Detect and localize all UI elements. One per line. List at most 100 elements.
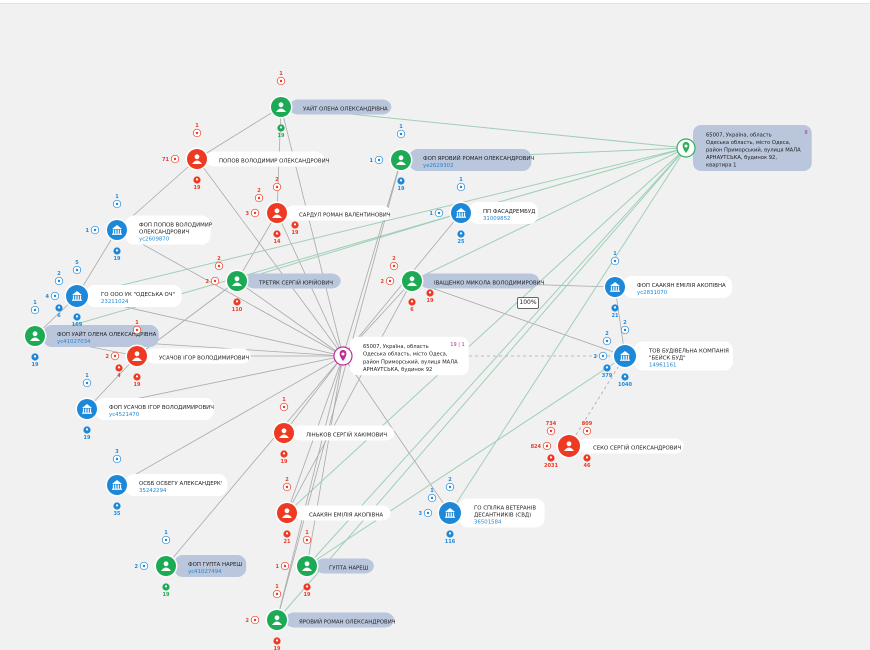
node-badge[interactable]: 19: [280, 450, 288, 465]
node-label-line: ФОП СААКЯН ЕМІЛІЯ АКОПІВНА: [637, 283, 726, 289]
node-linkov[interactable]: 1 19: [272, 397, 296, 465]
node-badge[interactable]: 19: [397, 177, 405, 192]
node-badge[interactable]: 2: [272, 177, 282, 192]
node-badge[interactable]: 809: [582, 421, 593, 436]
node-address2[interactable]: [676, 138, 696, 158]
node-badge[interactable]: 2: [389, 256, 399, 271]
node-badge[interactable]: 1: [610, 251, 620, 266]
node-badge[interactable]: 25: [457, 230, 465, 245]
node-gupta[interactable]: 1 1 19: [276, 530, 319, 598]
node-sardul[interactable]: 22 3 14 19: [246, 177, 299, 245]
node-badge[interactable]: 1: [430, 208, 444, 218]
node-badge[interactable]: 6: [408, 298, 416, 313]
node-fop-gupta[interactable]: 1 2 19: [135, 530, 178, 598]
node-osbb[interactable]: 3 35: [105, 449, 129, 517]
node-badge[interactable]: 71: [162, 154, 180, 164]
node-fop-uait[interactable]: 1 19: [23, 300, 47, 368]
node-pp-fasad[interactable]: 1 1 25: [430, 177, 473, 245]
node-badge[interactable]: 19: [426, 289, 434, 304]
node-yarovyi[interactable]: 1 2 19: [246, 584, 289, 650]
node-badge[interactable]: 19: [277, 124, 285, 139]
node-badge[interactable]: 169: [72, 313, 83, 328]
node-ivashchenko[interactable]: 2 2 6 19: [381, 256, 434, 313]
node-badge[interactable]: 2: [206, 276, 220, 286]
node-badge[interactable]: 1: [30, 300, 40, 315]
node-badge[interactable]: 2: [602, 331, 612, 346]
node-popov[interactable]: 1 71 19: [162, 123, 209, 191]
node-badge[interactable]: 2: [214, 256, 224, 271]
node-badge[interactable]: 19: [83, 426, 91, 441]
node-badge[interactable]: 1040: [618, 373, 632, 388]
node-badge[interactable]: 2: [594, 351, 608, 361]
node-tretiak[interactable]: 2 2 110: [206, 256, 249, 313]
node-badge[interactable]: 19: [291, 221, 299, 236]
node-badge[interactable]: 2: [445, 477, 455, 492]
node-badge[interactable]: 734: [546, 421, 557, 436]
node-badge[interactable]: 2031: [544, 454, 558, 469]
node-badge[interactable]: 3: [419, 508, 433, 518]
node-go-ooo[interactable]: 25 4 6 169: [46, 260, 90, 328]
node-badge[interactable]: 19: [273, 637, 281, 650]
node-fop-popov[interactable]: 1 1 19: [86, 194, 129, 262]
node-badge[interactable]: 1: [276, 71, 286, 86]
badge-count: 19: [114, 256, 121, 262]
node-badge[interactable]: 46: [583, 454, 591, 469]
node-badge[interactable]: 19: [303, 583, 311, 598]
node-uait[interactable]: 1 19: [269, 71, 293, 139]
node-badge[interactable]: 1: [86, 225, 100, 235]
node-badge[interactable]: 19: [31, 353, 39, 368]
node-badge[interactable]: 1: [161, 530, 171, 545]
node-badge[interactable]: 1: [456, 177, 466, 192]
node-usachov[interactable]: 1 2 4 19: [106, 320, 149, 388]
node-badge[interactable]: 5: [72, 260, 82, 275]
node-fop-usachov[interactable]: 1 19: [75, 373, 99, 441]
node-badge[interactable]: 6: [55, 304, 63, 319]
node-go-spilka[interactable]: 12 3 116: [419, 477, 463, 545]
node-badge[interactable]: 21: [611, 304, 619, 319]
node-badge[interactable]: 3: [112, 449, 122, 464]
node-address1[interactable]: [333, 346, 353, 366]
node-badge[interactable]: 19: [113, 247, 121, 262]
node-badge[interactable]: 2: [246, 615, 260, 625]
node-fop-saakian[interactable]: 1 21: [603, 251, 627, 319]
node-badge[interactable]: 1: [272, 584, 282, 599]
node-badge[interactable]: 2: [135, 561, 149, 571]
node-badge[interactable]: 1: [370, 155, 384, 165]
node-badge[interactable]: 2: [620, 320, 630, 335]
zoom-level-badge[interactable]: 100%: [517, 297, 539, 309]
node-badge[interactable]: 1: [276, 561, 290, 571]
node-badge[interactable]: 2: [106, 351, 120, 361]
node-badge[interactable]: 1: [192, 123, 202, 138]
node-badge[interactable]: 1: [302, 530, 312, 545]
node-badge[interactable]: 1: [427, 488, 437, 503]
node-badge[interactable]: 19: [133, 373, 141, 388]
node-badge[interactable]: 824: [531, 441, 552, 451]
node-badge[interactable]: 1: [132, 320, 142, 335]
node-fop-yarovyi[interactable]: 1 1 19: [370, 124, 413, 192]
node-badge[interactable]: 19: [162, 583, 170, 598]
node-badge[interactable]: 2: [254, 188, 264, 203]
node-badge[interactable]: 1: [396, 124, 406, 139]
node-badge[interactable]: 116: [445, 530, 456, 545]
node-badge[interactable]: 19: [193, 176, 201, 191]
node-badge[interactable]: 14: [273, 230, 281, 245]
node-saakian[interactable]: 2 21: [275, 477, 299, 545]
node-badge[interactable]: 35: [113, 502, 121, 517]
graph-edge: [276, 159, 402, 621]
node-badge[interactable]: 21: [283, 530, 291, 545]
node-badge[interactable]: 1: [112, 194, 122, 209]
node-badge[interactable]: 2: [381, 276, 395, 286]
node-badge[interactable]: 4: [115, 364, 123, 379]
node-sekko[interactable]: 734 809 824 2031 46: [531, 421, 593, 469]
node-badge[interactable]: 3: [246, 208, 260, 218]
node-badge[interactable]: 4: [46, 291, 60, 301]
node-badge[interactable]: 1: [279, 397, 289, 412]
node-badge[interactable]: 2: [54, 271, 64, 286]
node-badge[interactable]: 1: [82, 373, 92, 388]
node-badge[interactable]: 379: [602, 364, 613, 379]
node-badge[interactable]: 2: [282, 477, 292, 492]
node-badge[interactable]: 110: [232, 298, 243, 313]
